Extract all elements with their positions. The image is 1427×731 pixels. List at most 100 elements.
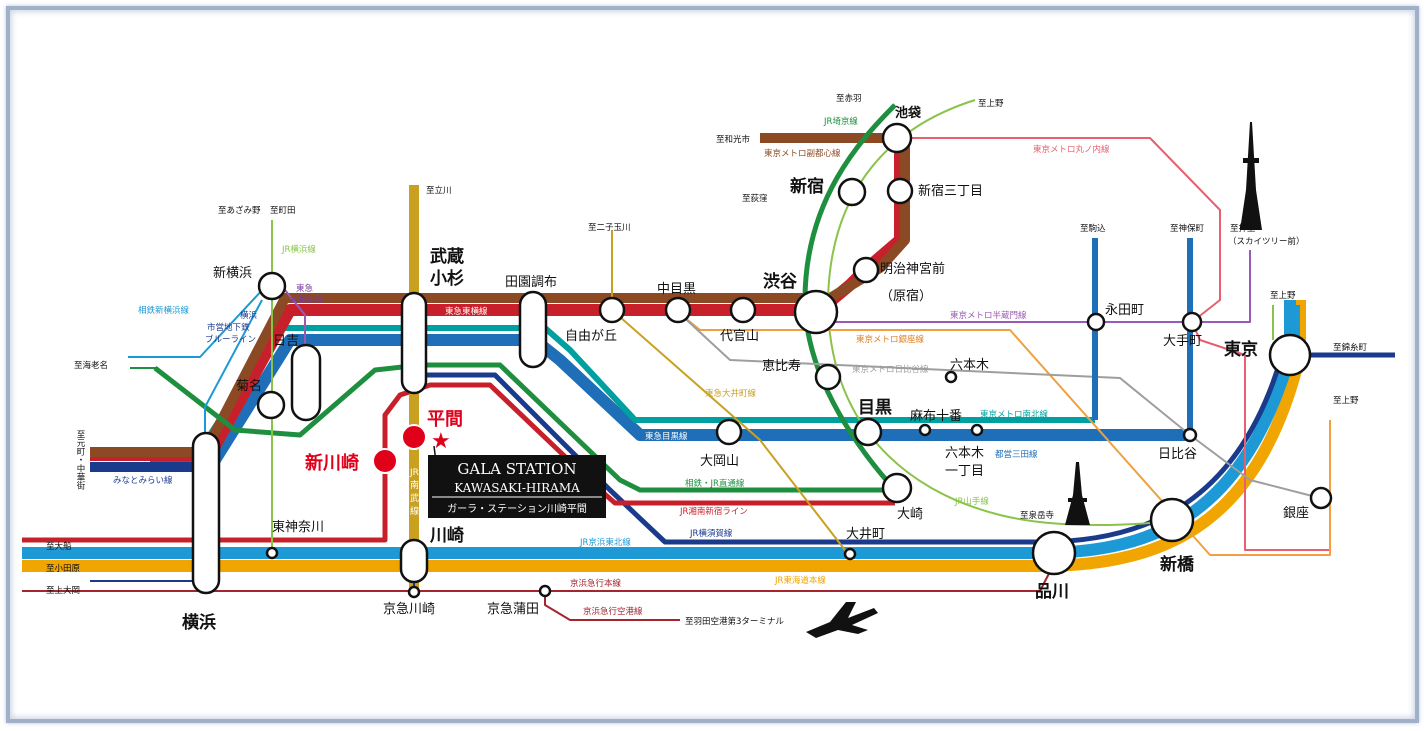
station-marker-hiyoshi[interactable] [290, 343, 322, 422]
line-label-oimachi: 東急大井町線 [705, 388, 757, 399]
dest-motomachi-vertical: 至元町・中華街 [75, 430, 85, 490]
tokyo-tower-icon [1065, 462, 1090, 525]
station-marker-roppongi[interactable] [944, 370, 958, 384]
line-label-toyoko: 東急東横線 [445, 306, 488, 317]
label-oimachi: 大井町 [846, 527, 885, 542]
station-marker-azabujuban[interactable] [918, 423, 932, 437]
station-marker-meguro[interactable] [853, 417, 883, 447]
label-yokohama: 横浜 [182, 612, 216, 633]
station-marker-shibuya[interactable] [793, 289, 839, 335]
station-marker-shinagawa[interactable] [1031, 530, 1077, 576]
label-nakameguro: 中目黒 [657, 282, 696, 297]
tokaido-line [22, 300, 1306, 572]
line-label-fukutoshin: 東京メトロ副都心線 [764, 148, 841, 159]
label-azabujuban: 麻布十番 [910, 409, 962, 424]
line-label-minatomirai: みなとみらい線 [113, 475, 173, 486]
station-marker-ebisu[interactable] [814, 363, 842, 391]
station-marker-tokyo[interactable] [1268, 333, 1312, 377]
label-kawasaki: 川崎 [429, 525, 464, 546]
label-shinyokohama: 新横浜 [213, 265, 252, 281]
station-marker-ginza[interactable] [1309, 486, 1333, 510]
station-marker-oimachi[interactable] [843, 547, 857, 561]
station-marker-roppongi1[interactable] [970, 423, 984, 437]
label-daikanyama: 代官山 [720, 328, 759, 344]
line-label-nanboku: 東京メトロ南北線 [980, 409, 1049, 420]
dest-kinshicho: 至錦糸町 [1333, 342, 1368, 353]
line-label-nambu-4: 線 [410, 505, 419, 517]
property-name-ja: ガーラ・ステーション川崎平間 [447, 502, 587, 515]
station-marker-shinyokohama[interactable] [257, 271, 287, 301]
dest-oshiage-1: 至押上 [1230, 223, 1256, 234]
line-label-mita: 都営三田線 [995, 449, 1038, 460]
line-label-blueline-1: 横浜 [240, 310, 258, 321]
station-marker-shinjuku[interactable] [837, 177, 867, 207]
line-label-hibiya: 東京メトロ日比谷線 [852, 364, 929, 375]
marunouchi-line [900, 137, 1331, 551]
dest-wakoshi: 至和光市 [716, 134, 751, 145]
label-musashikosugi-1: 武蔵 [430, 246, 464, 267]
label-shinagawa: 品川 [1035, 582, 1069, 602]
line-label-nambu-3: 武 [410, 492, 419, 504]
station-marker-yokohama[interactable] [191, 431, 221, 595]
label-roppongi1-2: 一丁目 [945, 464, 984, 479]
label-kikuna: 菊名 [236, 378, 262, 394]
fukutoshin-line [90, 133, 910, 457]
station-marker-daikanyama[interactable] [729, 296, 757, 324]
label-ebisu: 恵比寿 [762, 359, 801, 374]
label-roppongi: 六本木 [950, 358, 989, 373]
station-marker-denenchofu[interactable] [518, 290, 548, 369]
label-keikyukamata: 京急蒲田 [487, 602, 539, 617]
line-label-keihin-tohoku: JR京浜東北線 [579, 537, 631, 548]
station-marker-hirama[interactable] [401, 424, 427, 450]
station-marker-osaki[interactable] [881, 472, 913, 504]
line-label-keikyu-airport: 京浜急行空港線 [583, 606, 643, 617]
label-meijijingumae-2: （原宿） [880, 288, 932, 304]
property-name-en: GALA STATION [457, 460, 576, 478]
star-icon: ★ [431, 429, 451, 454]
station-marker-nagatacho[interactable] [1086, 312, 1106, 332]
station-marker-nakameguro[interactable] [664, 296, 692, 324]
station-marker-hibiya[interactable] [1182, 427, 1198, 443]
line-label-sotetsu-jr: 相鉄・JR直通線 [685, 478, 745, 489]
station-marker-otemachi[interactable] [1181, 311, 1203, 333]
dest-tachikawa: 至立川 [426, 185, 452, 196]
line-label-blueline-2: 市営地下鉄 [207, 322, 250, 333]
dest-kamiooka: 至上大岡 [46, 585, 80, 596]
keikyu-airport-line [544, 591, 680, 621]
station-marker-kawasaki[interactable] [399, 538, 429, 584]
station-marker-keikyukamata[interactable] [538, 584, 552, 598]
station-marker-higashikanagawa[interactable] [265, 546, 279, 560]
line-label-nambu-2: 南 [410, 479, 419, 491]
label-higashikanagawa: 東神奈川 [272, 519, 324, 535]
label-shinjuku: 新宿 [790, 176, 824, 197]
dest-futakotamagawa: 至二子玉川 [588, 223, 631, 233]
dest-haneda: 至羽田空港第3ターミナル [685, 616, 784, 627]
station-marker-shinbashi[interactable] [1149, 497, 1195, 543]
line-label-ginza: 東京メトロ銀座線 [856, 334, 925, 345]
station-marker-ikebukuro[interactable] [881, 122, 913, 154]
station-marker-keikyukawasaki[interactable] [407, 585, 421, 599]
property-label-box[interactable]: GALA STATION KAWASAKI-HIRAMA ガーラ・ステーション川… [428, 455, 606, 518]
map-frame [6, 6, 1419, 723]
station-marker-musashikosugi[interactable] [400, 291, 428, 395]
tokyu-shinyokohama-line [284, 289, 306, 345]
label-hirama: 平間 [427, 409, 463, 430]
sotetsu-line [128, 286, 266, 358]
line-label-nambu-1: JR [409, 468, 419, 478]
line-label-saikyo: JR埼京線 [823, 116, 858, 127]
station-marker-meijijingumae[interactable] [852, 256, 880, 284]
line-label-tokaido: JR東海道本線 [774, 575, 826, 586]
label-hibiya: 日比谷 [1158, 447, 1197, 462]
label-shinkawasaki: 新川崎 [305, 452, 359, 474]
label-ikebukuro: 池袋 [895, 105, 922, 121]
station-marker-jiyugaoka[interactable] [598, 296, 626, 324]
station-marker-shinjuku3[interactable] [886, 177, 914, 205]
station-marker-kikuna[interactable] [256, 390, 286, 420]
station-marker-shinkawasaki[interactable] [372, 448, 398, 474]
dest-ebina: 至海老名 [74, 360, 108, 371]
dest-sengakuji: 至泉岳寺 [1020, 510, 1055, 521]
label-keikyukawasaki: 京急川崎 [383, 602, 435, 617]
station-marker-ookayama[interactable] [715, 418, 743, 446]
label-musashikosugi-2: 小杉 [430, 268, 464, 289]
dest-machida: 至町田 [270, 206, 296, 216]
